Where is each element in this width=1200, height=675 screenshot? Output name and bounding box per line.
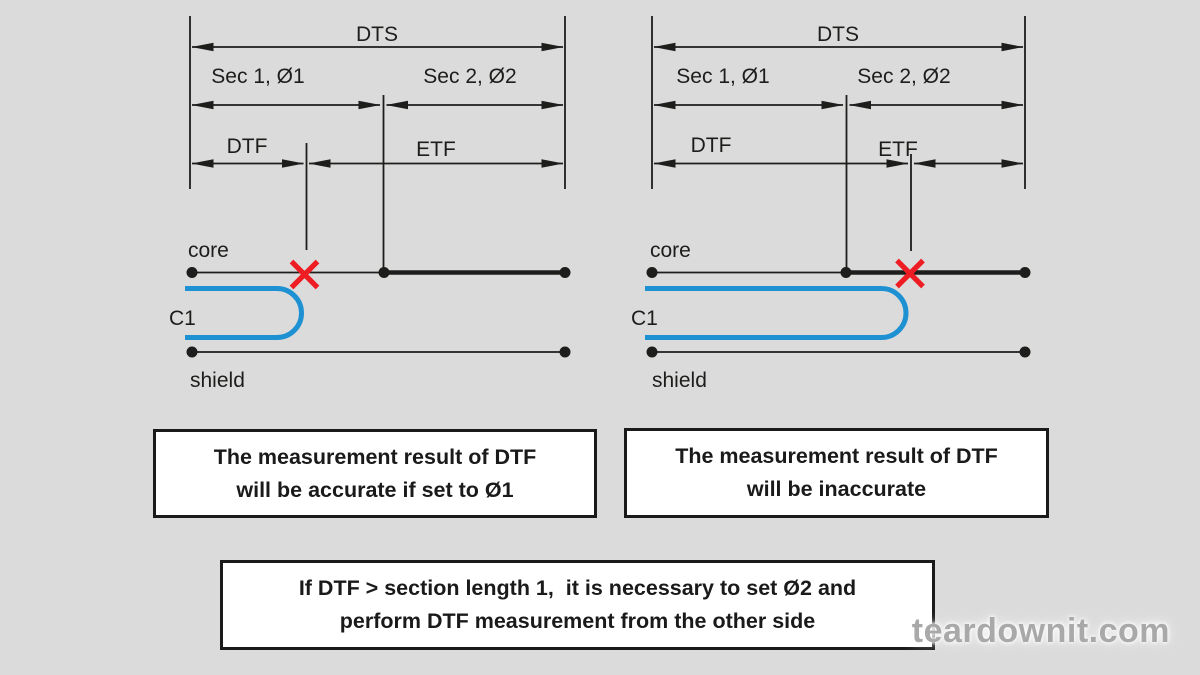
dtf-label: DTF [691, 134, 732, 157]
shield-right-terminal-dot [559, 346, 571, 358]
dts-label: DTS [817, 23, 859, 46]
caption-text: will be inaccurate [746, 477, 927, 501]
caption-box-inaccurate: The measurement result of DTF will be in… [624, 428, 1049, 518]
shield-label: shield [652, 369, 707, 392]
c1-measurement-loop [645, 286, 909, 340]
core-right-terminal-dot [1019, 267, 1031, 278]
section2-label: Sec 2, Ø2 [857, 65, 950, 88]
core-label: core [650, 239, 691, 262]
diagram-right: DTS Sec 1, Ø1 Sec 2, Ø2 DTF ETF core C1 [631, 16, 1031, 392]
section2-label: Sec 2, Ø2 [423, 65, 516, 88]
caption-text: The measurement result of DTF [675, 444, 998, 468]
watermark-text: teardownit.com [911, 612, 1170, 650]
section1-label: Sec 1, Ø1 [211, 65, 304, 88]
shield-right-terminal-dot [1019, 346, 1031, 358]
core-left-terminal-dot [646, 267, 658, 278]
core-junction-dot [840, 267, 852, 278]
shield-left-terminal-dot [186, 346, 198, 358]
dts-label: DTS [356, 23, 398, 46]
caption-box-note: If DTF > section length 1, it is necessa… [220, 560, 935, 650]
section1-label: Sec 1, Ø1 [676, 65, 769, 88]
c1-label: C1 [631, 307, 658, 330]
etf-label: ETF [416, 138, 456, 161]
dtf-label: DTF [227, 135, 268, 158]
etf-label: ETF [878, 138, 918, 161]
c1-label: C1 [169, 307, 196, 330]
caption-text: If DTF > section length 1, it is necessa… [298, 576, 857, 600]
core-label: core [188, 239, 229, 262]
c1-measurement-loop [185, 286, 304, 340]
fault-x-icon [895, 258, 925, 289]
core-right-terminal-dot [559, 267, 571, 278]
fault-x-icon [289, 259, 320, 290]
core-junction-dot [378, 267, 390, 278]
core-left-terminal-dot [186, 267, 198, 278]
shield-label: shield [190, 369, 245, 392]
caption-text: will be accurate if set to Ø1 [236, 477, 514, 502]
caption-text: The measurement result of DTF [213, 444, 537, 469]
shield-left-terminal-dot [646, 346, 658, 358]
caption-text: perform DTF measurement from the other s… [339, 609, 816, 633]
diagram-left: DTS Sec 1, Ø1 Sec 2, Ø2 DTF ETF core C1 [169, 16, 571, 392]
caption-box-accurate: The measurement result of DTF will be ac… [153, 429, 597, 518]
